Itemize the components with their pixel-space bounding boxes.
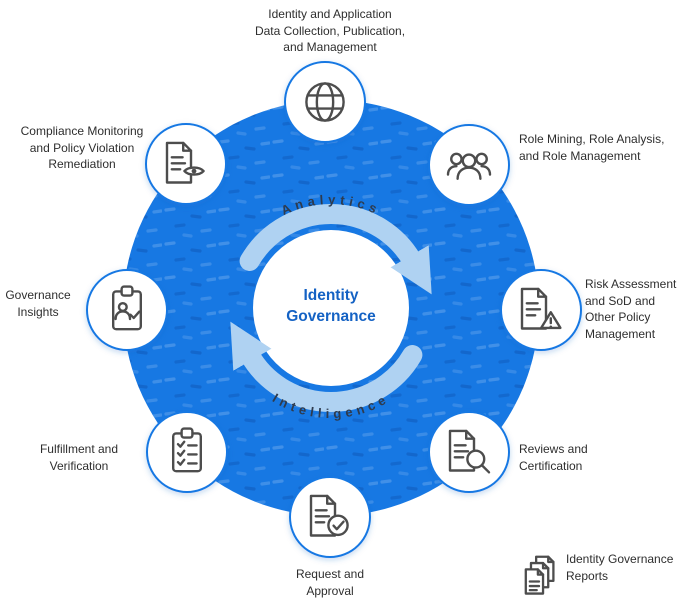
label-identity-governance-reports: Identity Governance Reports xyxy=(566,552,674,583)
label-governance-insights: Governance Insights xyxy=(5,288,71,319)
node-request-approval xyxy=(289,476,371,558)
label-fulfillment-verification: Fulfillment and Verification xyxy=(39,442,119,473)
clipboard-user-check-icon xyxy=(111,285,143,331)
stacked-documents-icon xyxy=(524,555,555,595)
label-compliance-monitoring: Compliance Monitoring and Policy Violati… xyxy=(20,124,144,172)
document-warning-icon xyxy=(520,287,562,330)
node-fulfillment-verification xyxy=(146,411,228,493)
label-reviews-certification: Reviews and Certification xyxy=(519,442,588,473)
globe-icon xyxy=(305,82,345,122)
node-role-mining xyxy=(428,124,510,206)
center-title: Identity Governance xyxy=(286,287,376,325)
document-eye-icon xyxy=(165,141,205,184)
governance-ring xyxy=(123,100,539,516)
node-governance-insights xyxy=(86,269,168,351)
label-data-collection: Identity and Application Data Collection… xyxy=(254,7,406,55)
label-risk-assessment: Risk Assessment and SoD and Other Policy… xyxy=(585,277,677,341)
label-request-approval: Request and Approval xyxy=(295,567,365,598)
document-check-icon xyxy=(309,494,349,537)
node-risk-assessment xyxy=(500,269,582,351)
analytics-arrow xyxy=(239,204,432,295)
label-role-mining: Role Mining, Role Analysis, and Role Man… xyxy=(519,132,665,163)
node-reviews-certification xyxy=(428,411,510,493)
intelligence-arrow xyxy=(230,321,423,412)
node-compliance-monitoring xyxy=(145,123,227,205)
node-data-collection xyxy=(284,61,366,143)
document-magnifier-icon xyxy=(448,429,491,474)
node-circle xyxy=(284,61,366,143)
user-group-icon xyxy=(446,152,492,180)
clipboard-checklist-icon xyxy=(171,427,203,473)
